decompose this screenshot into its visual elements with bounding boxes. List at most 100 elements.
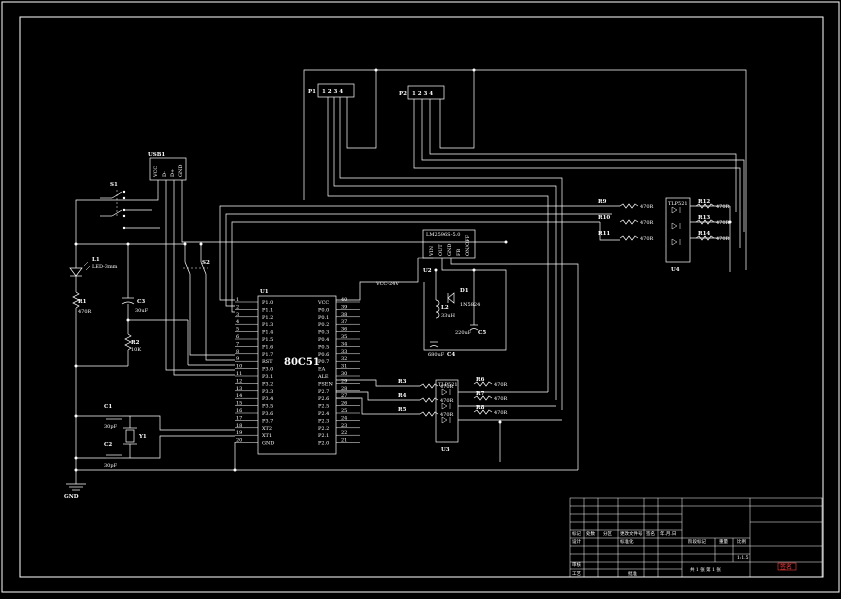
- svg-text:33uH: 33uH: [441, 313, 456, 319]
- resistor-value: 470R: [494, 410, 508, 416]
- u1-pin-number: 8: [236, 349, 239, 355]
- u1-pin-number: 6: [236, 334, 239, 340]
- u1-pin-number: 22: [341, 430, 347, 436]
- u1-pin-number: 10: [236, 364, 242, 370]
- u1-pin-name: P0.4: [318, 337, 329, 343]
- resistor-symbol: [473, 381, 493, 387]
- u1-pin-name: P1.5: [262, 337, 273, 343]
- svg-text:LED-3mm: LED-3mm: [92, 264, 118, 270]
- resistor-value: 470R: [494, 382, 508, 388]
- u1-pin-name: P1.0: [262, 300, 273, 306]
- l2-inductor: L2 33uH: [435, 299, 456, 319]
- u1-pin-name: XT2: [262, 426, 272, 432]
- u1-pin-number: 35: [341, 334, 347, 340]
- svg-text:VCC: VCC: [153, 166, 159, 178]
- u1-pin-name: P3.4: [262, 396, 273, 402]
- p2-pins: 1 2 3 4: [412, 91, 433, 97]
- u1-pin-name: RST: [262, 359, 273, 365]
- tb-standard: 标准化: [620, 538, 634, 545]
- u1-pin-number: 34: [341, 341, 347, 347]
- resistor-symbol: [619, 235, 639, 241]
- tb-count: 处数: [586, 530, 595, 537]
- u1-pin-number: 12: [236, 378, 242, 384]
- junction-dots: [74, 68, 732, 472]
- opto-symbols: [441, 206, 681, 424]
- svg-text:D+: D+: [170, 169, 176, 177]
- opto-led-mark: [441, 388, 448, 396]
- vcc-24v-label: VCC-24V: [375, 281, 399, 287]
- u1-pin-number: 39: [341, 304, 347, 310]
- resistor-ref: R8: [476, 405, 485, 411]
- c4-capacitor: 680uF C4: [428, 341, 455, 358]
- resistor-ref: R4: [398, 393, 407, 399]
- svg-text:TLP521: TLP521: [438, 382, 458, 388]
- tb-approve: 批准: [628, 570, 637, 577]
- tb-zone: 分区: [603, 530, 612, 537]
- u1-pin-name: P3.2: [262, 381, 273, 387]
- svg-text:C1: C1: [104, 404, 112, 410]
- u1-pin-number: 5: [236, 327, 239, 333]
- tb-sheet-count: 共 1 张 第 1 张: [690, 566, 721, 573]
- u1-pin-name: P0.1: [318, 315, 329, 321]
- u1-pin-name: P2.0: [318, 441, 329, 447]
- tb-scale-value: 1:1.5: [737, 555, 749, 561]
- d1-diode: D1 1N5824: [447, 288, 480, 308]
- resistor-value: 470R: [440, 398, 454, 404]
- tb-signature: 签名: [646, 530, 655, 537]
- u1-right-pins: 40VCC39P0.038P0.137P0.236P0.335P0.434P0.…: [317, 297, 360, 447]
- u2-regulator: LM2596S-5.0 VIN OUT GND FB ON/OFF U2 VCC…: [375, 229, 476, 287]
- u2-part: LM2596S-5.0: [426, 232, 460, 238]
- u1-part: 80C51: [284, 357, 320, 368]
- u1-pin-name: P1.7: [262, 352, 273, 358]
- u1-pin-name: P2.6: [318, 396, 329, 402]
- c5-capacitor: 220uF C5: [455, 324, 486, 336]
- tb-change-doc: 更改文件号: [620, 530, 643, 537]
- svg-text:C4: C4: [447, 352, 455, 358]
- u1-pin-number: 18: [236, 423, 242, 429]
- resistor-value: 470R: [716, 220, 730, 226]
- u1-pin-number: 2: [236, 304, 239, 310]
- tb-weight: 重量: [719, 538, 728, 545]
- svg-text:D1: D1: [460, 288, 469, 294]
- svg-text:C2: C2: [104, 442, 112, 448]
- resistor-symbol: [419, 383, 439, 389]
- svg-text:C3: C3: [137, 299, 145, 305]
- opto-led-mark: [671, 206, 678, 214]
- svg-text:L2: L2: [441, 305, 449, 311]
- s1-switch: S1: [100, 182, 160, 230]
- tb-scale-label: 比例: [737, 538, 746, 545]
- svg-text:L1: L1: [92, 257, 100, 263]
- svg-text:470R: 470R: [78, 309, 92, 315]
- u1-pin-number: 16: [236, 408, 242, 414]
- u1-pin-name: P3.6: [262, 411, 273, 417]
- resistor-value: 470R: [440, 384, 454, 390]
- resistor-symbol: [473, 395, 493, 401]
- u1-pin-name: P0.6: [318, 352, 329, 358]
- svg-text:U4: U4: [671, 267, 680, 273]
- resistor-value: 470R: [640, 220, 654, 226]
- u1-pin-name: P2.3: [318, 418, 329, 424]
- resistor-symbol: [695, 219, 715, 225]
- opto-led-mark: [671, 238, 678, 246]
- u1-pin-number: 28: [341, 386, 347, 392]
- tb-mark: 标记: [572, 530, 581, 537]
- opto-led-mark: [671, 222, 678, 230]
- u1-pin-number: 20: [236, 438, 242, 444]
- u1-pin-number: 25: [341, 408, 347, 414]
- resistor-value: 470R: [716, 236, 730, 242]
- u1-pin-number: 3: [236, 312, 239, 318]
- svg-text:1N5824: 1N5824: [460, 302, 480, 308]
- usb-ref: USB1: [148, 152, 165, 158]
- u1-pin-name: P0.5: [318, 344, 329, 350]
- u1-pin-number: 38: [341, 312, 347, 318]
- u1-pin-name: ALE: [317, 374, 329, 380]
- svg-text:OUT: OUT: [438, 244, 444, 256]
- tb-date: 年.月.日: [660, 530, 676, 537]
- r1-resistor: R1 470R: [72, 291, 92, 315]
- u1-pin-number: 17: [236, 415, 242, 421]
- svg-text:S1: S1: [110, 182, 118, 188]
- svg-text:D-: D-: [162, 171, 168, 177]
- p2-connector: P2 1 2 3 4: [399, 85, 445, 100]
